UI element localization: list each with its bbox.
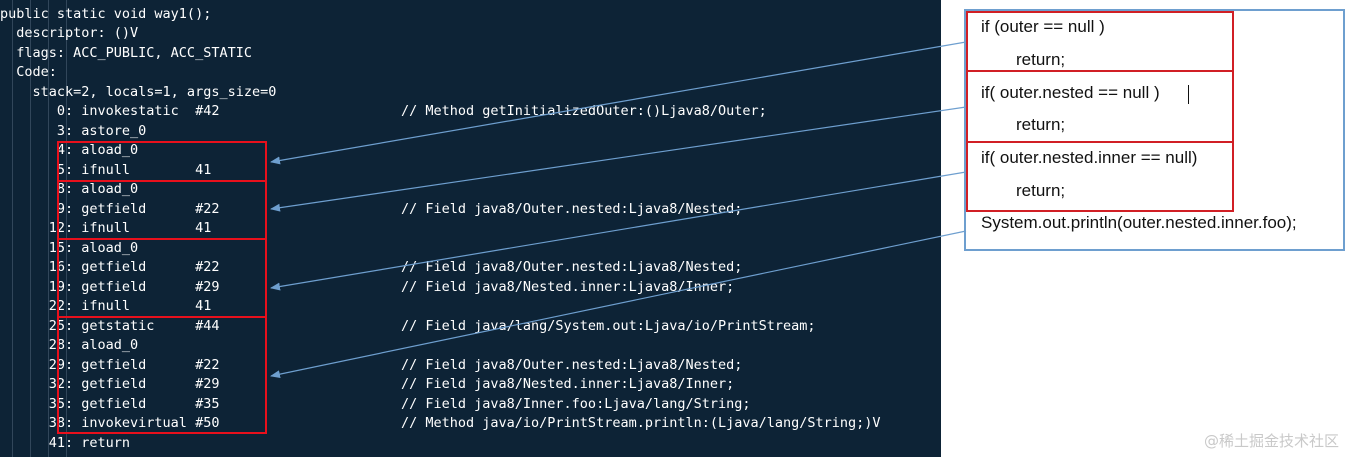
indent-guide	[66, 0, 67, 457]
source-line: return;	[1016, 115, 1066, 134]
source-line: if( outer.nested.inner == null)	[981, 148, 1198, 167]
bytecode-line: 0: invokestatic #42	[0, 103, 220, 119]
bytecode-comment: // Field java8/Nested.inner:Ljava8/Inner…	[401, 279, 735, 295]
source-highlight-box	[966, 141, 1234, 212]
bytecode-line: 15: aload_0	[0, 240, 139, 256]
bytecode-line: 22: ifnull 41	[0, 298, 212, 314]
bytecode-line: 25: getstatic #44	[0, 318, 220, 334]
source-line: return;	[1016, 181, 1066, 200]
bytecode-line: 12: ifnull 41	[0, 220, 212, 236]
bytecode-line: 35: getfield #35	[0, 396, 220, 412]
bytecode-comment: // Field java/lang/System.out:Ljava/io/P…	[401, 318, 816, 334]
bytecode-line: descriptor: ()V	[0, 25, 139, 41]
bytecode-line: 3: astore_0	[0, 123, 147, 139]
indent-guide	[12, 0, 13, 457]
bytecode-comment: // Field java8/Nested.inner:Ljava8/Inner…	[401, 376, 735, 392]
arrow-inner-null-check	[270, 171, 967, 291]
bytecode-line: 19: getfield #29	[0, 279, 220, 295]
bytecode-line: stack=2, locals=1, args_size=0	[0, 84, 277, 100]
bytecode-line: 32: getfield #29	[0, 376, 220, 392]
arrow-outer-null-check	[270, 41, 967, 165]
source-line: if( outer.nested == null )	[981, 83, 1160, 102]
bytecode-comment: // Field java8/Inner.foo:Ljava/lang/Stri…	[401, 396, 751, 412]
bytecode-comment: // Field java8/Outer.nested:Ljava8/Neste…	[401, 259, 743, 275]
arrow-nested-null-check	[270, 106, 967, 212]
bytecode-line: 5: ifnull 41	[0, 162, 212, 178]
highlight-box-println-call	[57, 316, 267, 434]
watermark: @稀土掘金技术社区	[1203, 432, 1339, 450]
arrow-println-call	[270, 230, 967, 379]
source-line: if (outer == null )	[981, 17, 1105, 36]
bytecode-line: 8: aload_0	[0, 181, 139, 197]
bytecode-line: 29: getfield #22	[0, 357, 220, 373]
bytecode-comment: // Method java/io/PrintStream.println:(L…	[401, 415, 881, 431]
bytecode-panel: public static void way1(); descriptor: (…	[0, 0, 941, 457]
bytecode-line: 4: aload_0	[0, 142, 139, 158]
bytecode-comment: // Field java8/Outer.nested:Ljava8/Neste…	[401, 201, 743, 217]
bytecode-line: 38: invokevirtual #50	[0, 415, 220, 431]
text-cursor	[1188, 85, 1189, 104]
bytecode-comment: // Field java8/Outer.nested:Ljava8/Neste…	[401, 357, 743, 373]
source-line: System.out.println(outer.nested.inner.fo…	[981, 213, 1297, 232]
bytecode-line: flags: ACC_PUBLIC, ACC_STATIC	[0, 45, 252, 61]
bytecode-line: 41: return	[0, 435, 131, 451]
bytecode-line: 16: getfield #22	[0, 259, 220, 275]
bytecode-line: 9: getfield #22	[0, 201, 220, 217]
java-source-panel: if (outer == null ) return; if( outer.ne…	[964, 9, 1345, 251]
indent-guide	[48, 0, 49, 457]
source-line: return;	[1016, 50, 1066, 69]
indent-guide	[30, 0, 31, 457]
bytecode-line: public static void way1();	[0, 6, 212, 22]
bytecode-line: Code:	[0, 64, 57, 80]
bytecode-line: 28: aload_0	[0, 337, 139, 353]
bytecode-comment: // Method getInitializedOuter:()Ljava8/O…	[401, 103, 767, 119]
